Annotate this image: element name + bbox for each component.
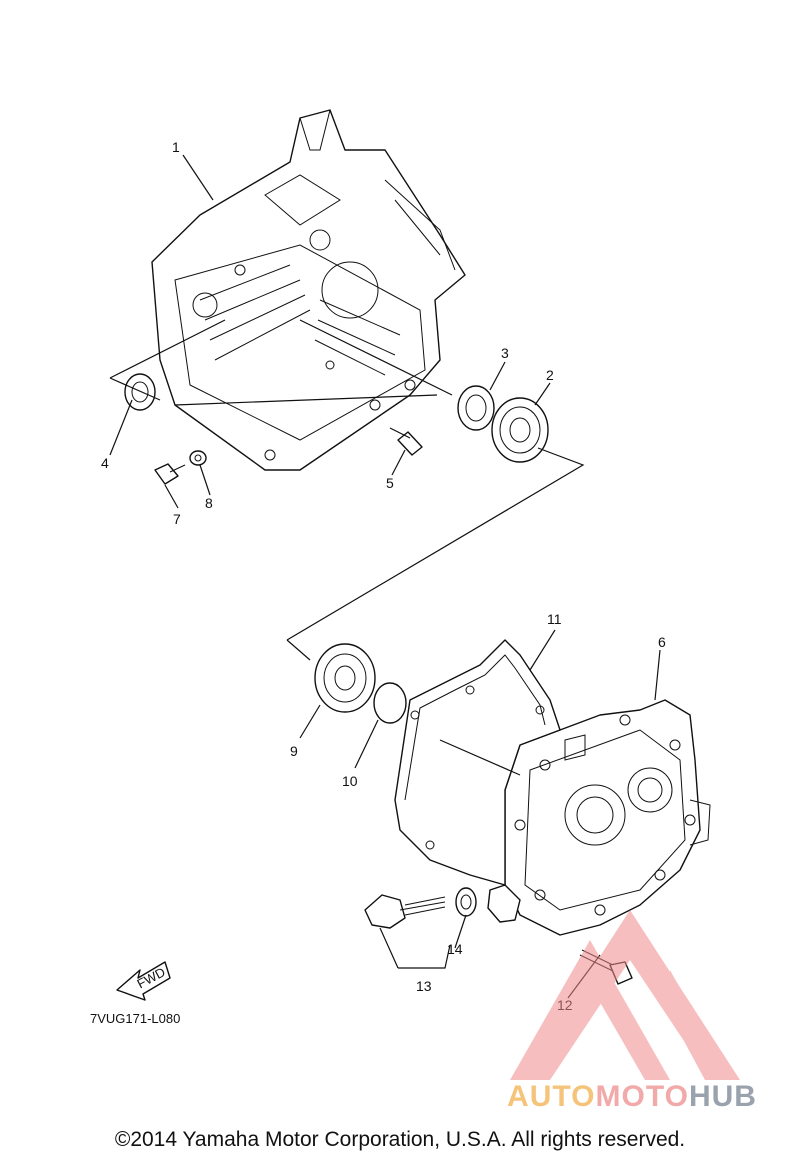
part-number-6: 6 xyxy=(658,634,666,650)
copyright-notice: ©2014 Yamaha Motor Corporation, U.S.A. A… xyxy=(114,1128,686,1151)
drawing-code: 7VUG171-L080 xyxy=(90,1011,180,1026)
part-number-4: 4 xyxy=(101,455,109,471)
part-number-14: 14 xyxy=(447,941,463,957)
bearing-9 xyxy=(314,643,376,713)
part-number-8: 8 xyxy=(205,495,213,511)
o-ring-14 xyxy=(455,887,477,917)
bolt-7 xyxy=(154,463,186,485)
oil-seal-3 xyxy=(457,385,495,431)
gasket-washer-8 xyxy=(189,450,207,466)
part-number-9: 9 xyxy=(290,743,298,759)
part-number-5: 5 xyxy=(386,475,394,491)
oil-filler-plug-13 xyxy=(364,894,446,929)
dowel-pin-5 xyxy=(397,431,423,456)
gasket-drawing xyxy=(394,639,561,886)
part-number-1: 1 xyxy=(172,139,180,155)
watermark-hub: HUB xyxy=(688,1080,757,1113)
watermark-moto: MOTO xyxy=(595,1080,689,1113)
part-number-7: 7 xyxy=(173,511,181,527)
automotohub-watermark-text: AUTOMOTOHUB xyxy=(472,1080,792,1114)
watermark-auto: AUTO xyxy=(507,1080,596,1113)
crankcase-cover-drawing xyxy=(487,699,711,936)
leader-lines xyxy=(109,154,661,999)
crankcase-drawing xyxy=(151,109,466,471)
part-number-10: 10 xyxy=(342,773,358,789)
part-number-11: 11 xyxy=(547,611,562,627)
bearing-2 xyxy=(491,397,549,463)
automotohub-watermark-logo xyxy=(510,910,740,1080)
plug-10 xyxy=(373,682,407,724)
part-number-3: 3 xyxy=(501,345,509,361)
oil-seal-4 xyxy=(124,373,156,411)
part-number-13: 13 xyxy=(416,978,432,994)
part-number-2: 2 xyxy=(546,367,554,383)
fwd-direction-arrow: FWD xyxy=(116,961,171,1001)
